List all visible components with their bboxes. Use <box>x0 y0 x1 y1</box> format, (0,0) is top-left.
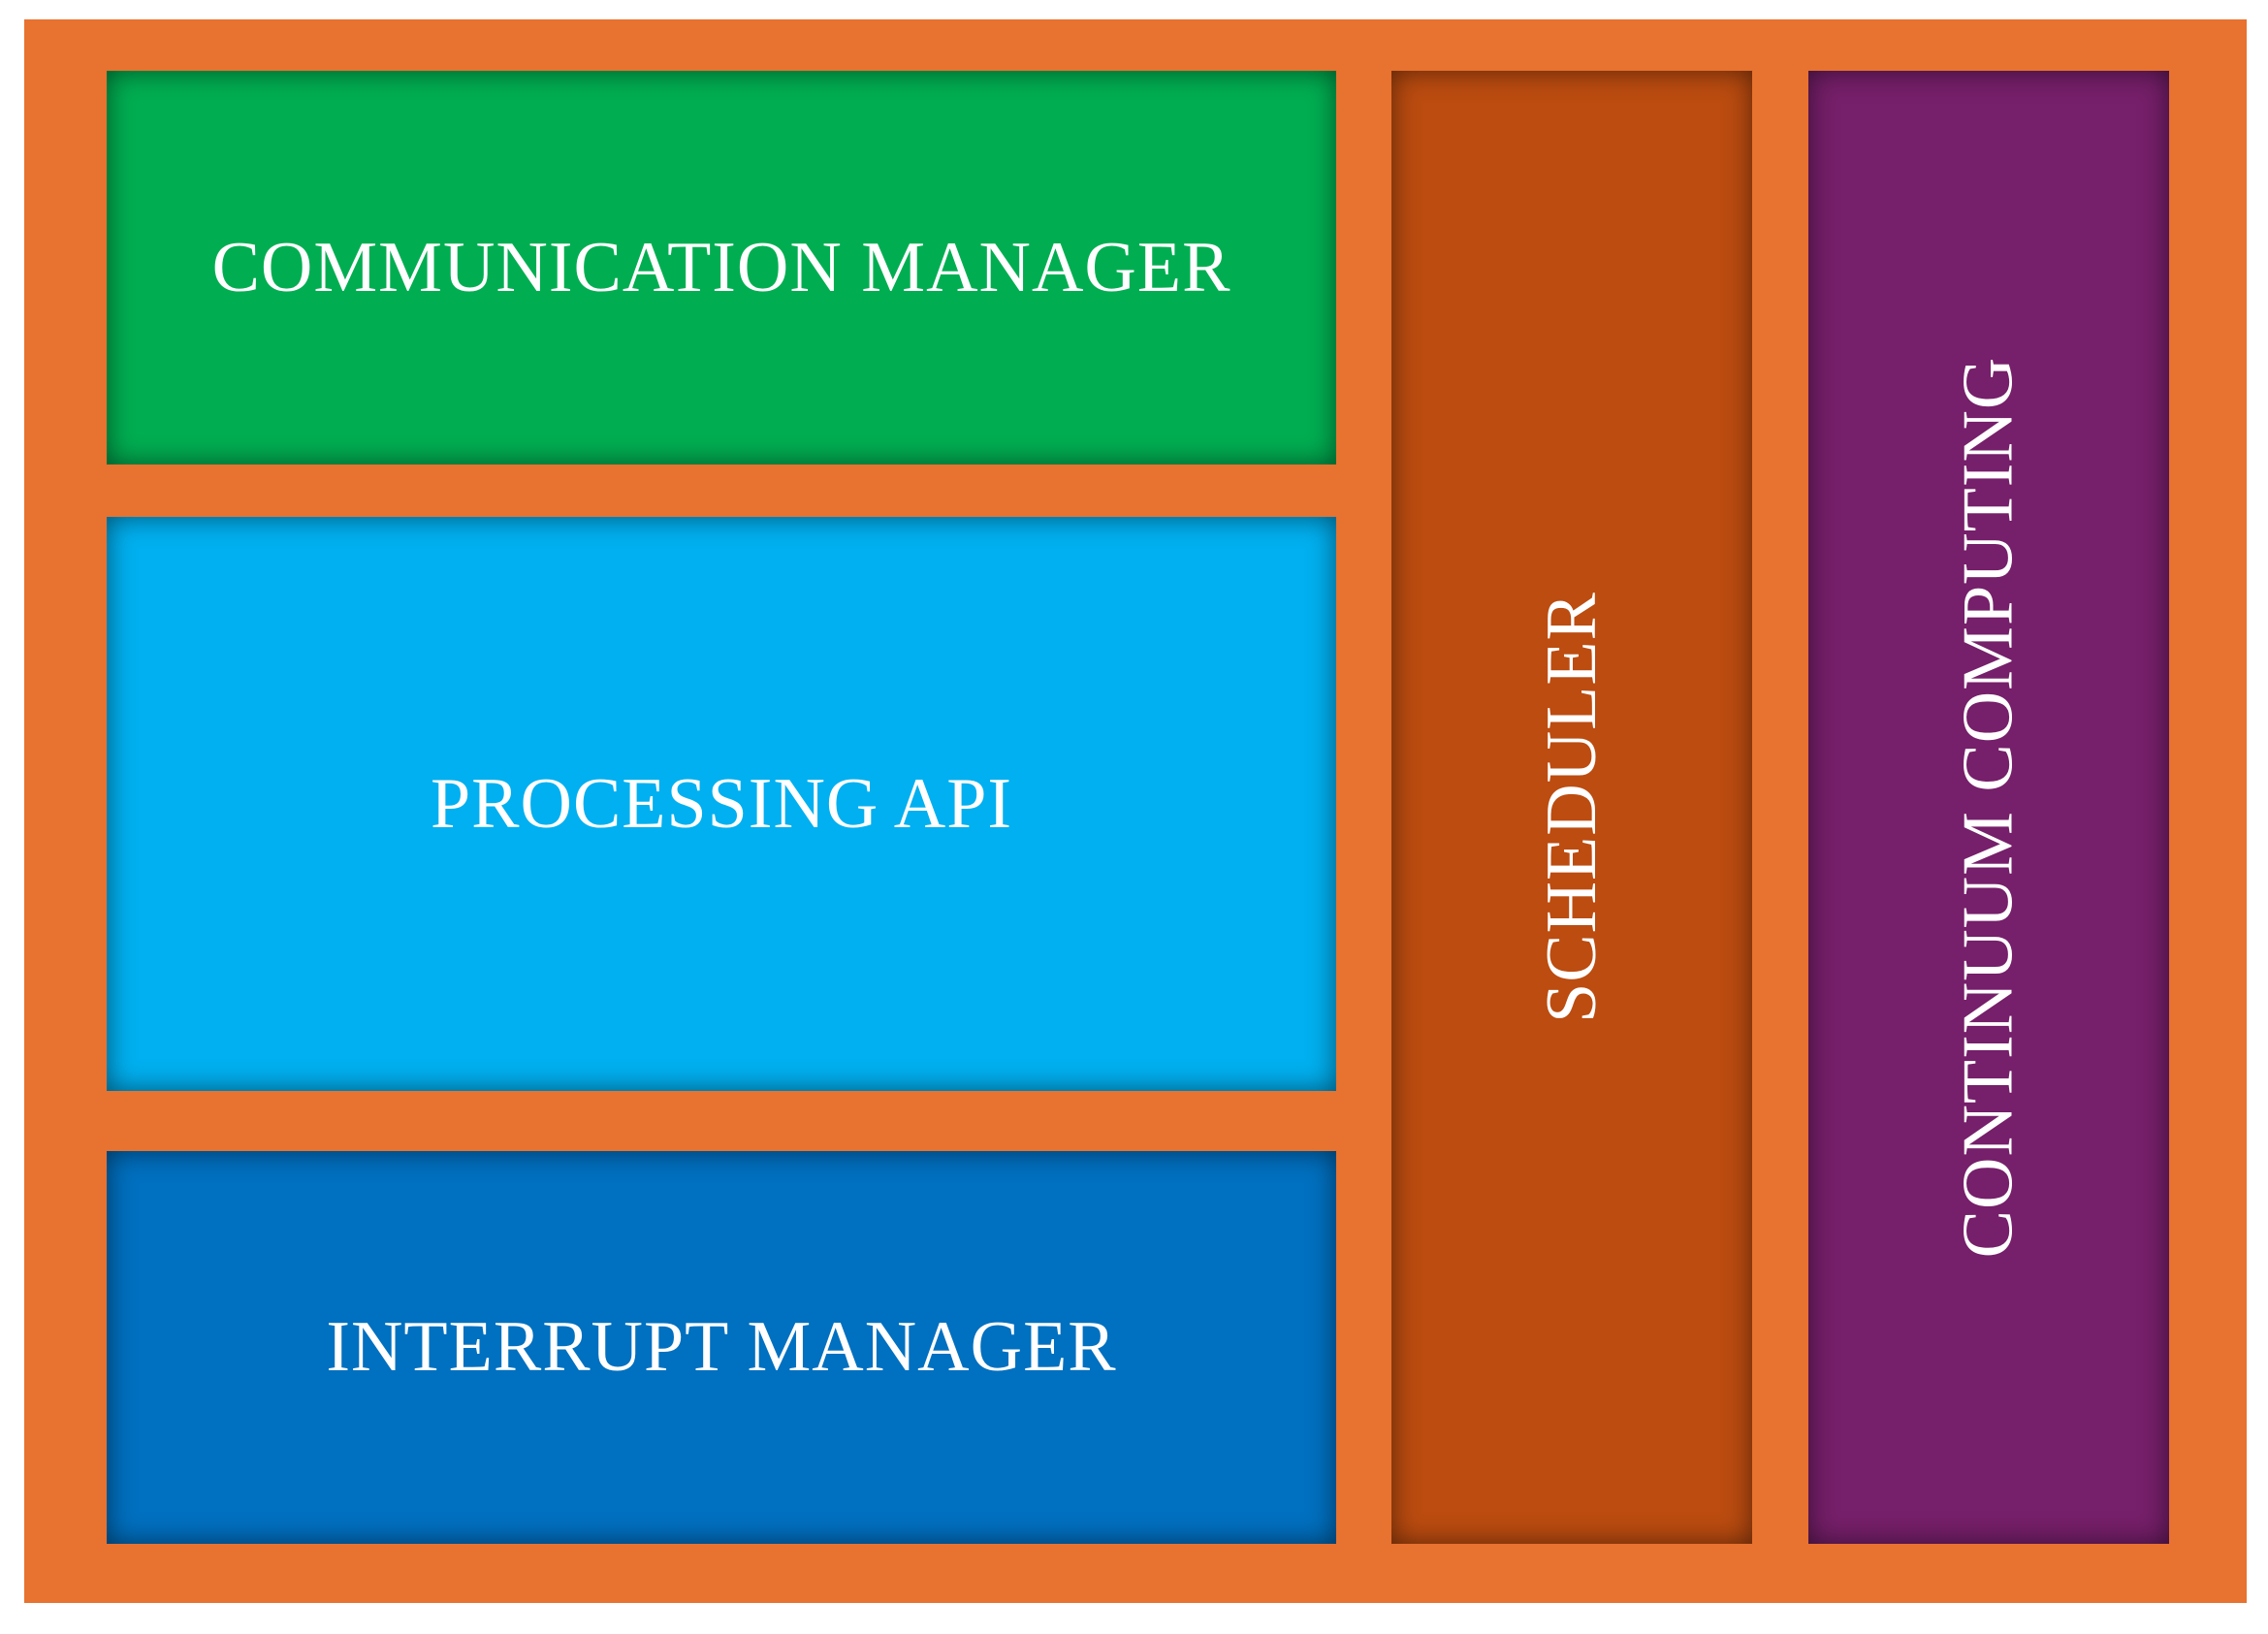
interrupt-manager-block: INTERRUPT MANAGER <box>107 1151 1336 1544</box>
scheduler-label: SCHEDULER <box>1531 592 1612 1023</box>
interrupt-manager-label: INTERRUPT MANAGER <box>326 1307 1117 1387</box>
processing-api-block: PROCESSING API <box>107 517 1336 1091</box>
communication-manager-label: COMMUNICATION MANAGER <box>211 227 1231 307</box>
continuum-computing-block: CONTINUUM COMPUTING <box>1808 71 2169 1544</box>
communication-manager-block: COMMUNICATION MANAGER <box>107 71 1336 465</box>
continuum-computing-label: CONTINUUM COMPUTING <box>1948 356 2028 1259</box>
scheduler-block: SCHEDULER <box>1391 71 1752 1544</box>
processing-api-label: PROCESSING API <box>430 763 1012 844</box>
